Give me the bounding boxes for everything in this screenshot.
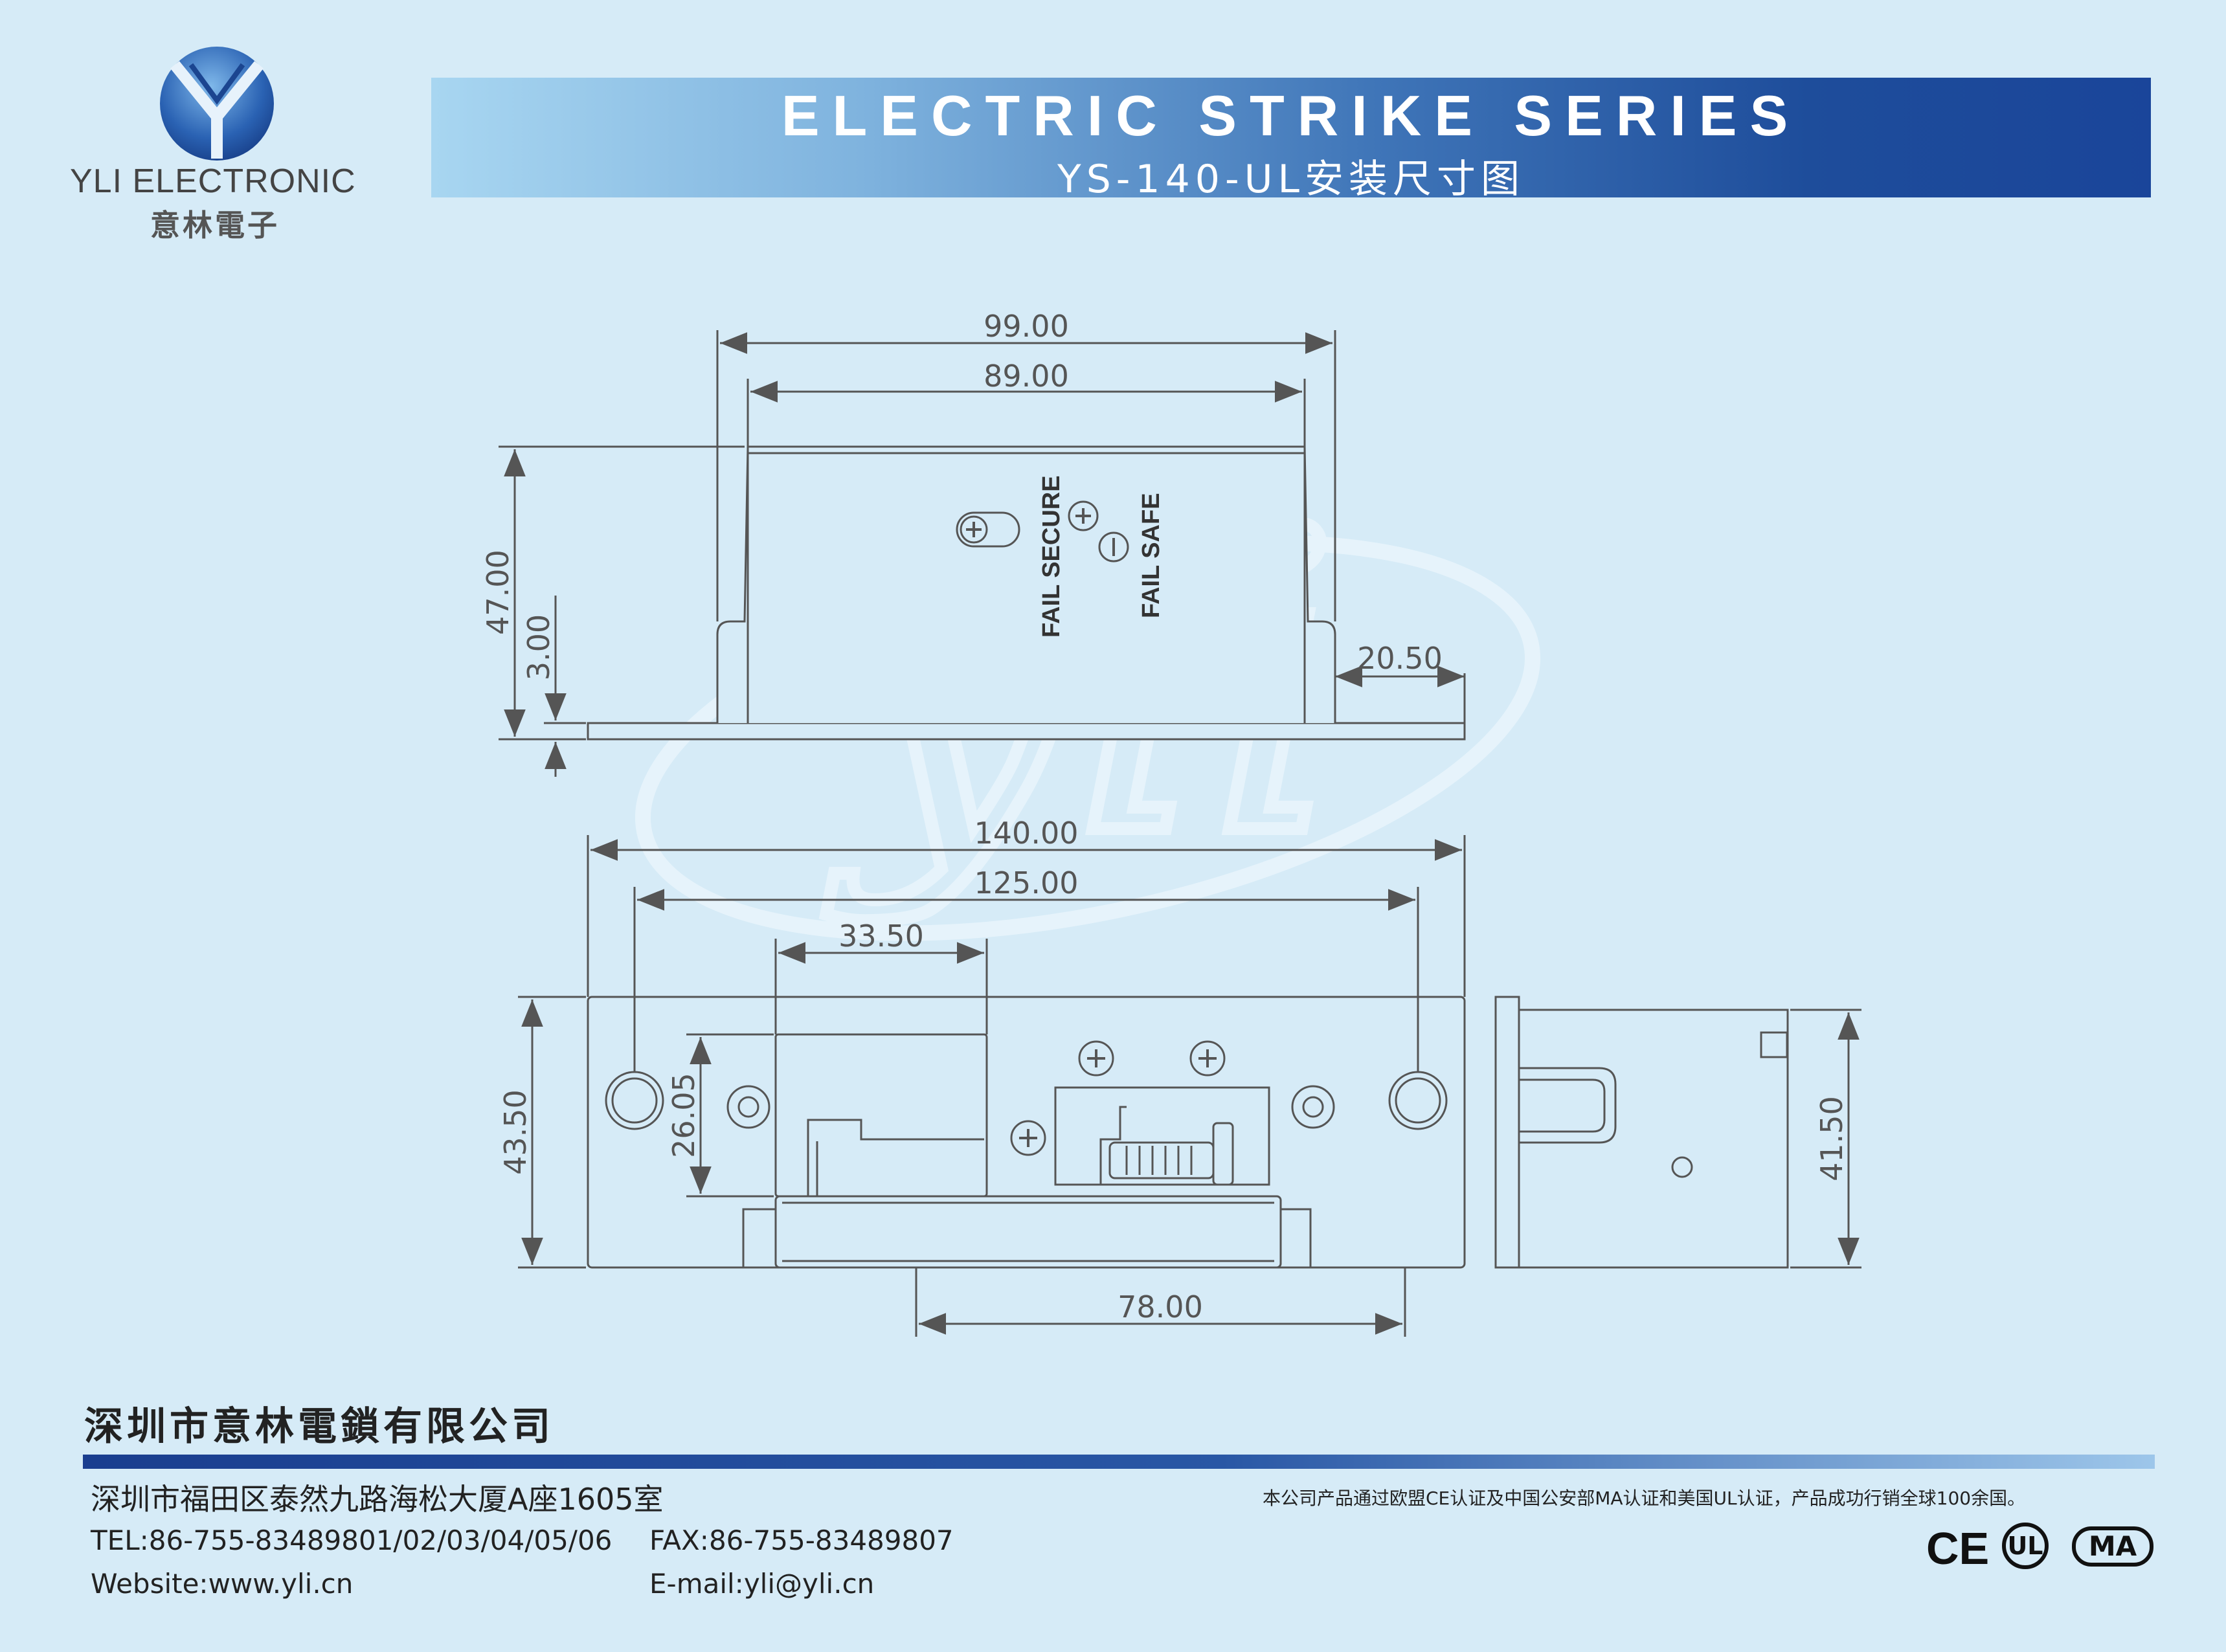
dim-plate-thickness: 3.00 (521, 614, 556, 680)
dim-top-inner-width: 89.00 (984, 359, 1069, 394)
dimension-lines (499, 330, 1861, 1337)
footer-divider (83, 1455, 2155, 1469)
email-link[interactable]: E-mail:yli@yli.cn (649, 1568, 875, 1600)
dim-front-bottom-width: 78.00 (1118, 1289, 1203, 1324)
label-fail-secure: FAIL SECURE (1038, 475, 1065, 638)
logo (58, 39, 382, 252)
dim-front-hole-spacing: 125.00 (974, 865, 1079, 900)
dim-front-overall-width: 140.00 (974, 816, 1079, 851)
side-view (1494, 996, 1789, 1269)
company-name: 深圳市意林電鎖有限公司 (84, 1404, 554, 1449)
title-banner: ELECTRIC STRIKE SERIES YS-140-UL安装尺寸图 (431, 78, 2151, 202)
ma-mark-icon: MA (2072, 1526, 2153, 1567)
banner-subtitle: YS-140-UL安装尺寸图 (1057, 157, 1525, 202)
dimension-labels: 99.00 89.00 47.00 3.00 20.50 140.00 125.… (480, 309, 1849, 1324)
ul-mark-icon: UL (2002, 1523, 2049, 1569)
dim-front-height: 43.50 (498, 1089, 533, 1175)
banner-title: ELECTRIC STRIKE SERIES (781, 84, 1801, 148)
logo-text-en: YLI ELECTRONIC (70, 162, 356, 200)
fax: FAX:86-755-83489807 (649, 1524, 954, 1556)
top-view (587, 445, 1466, 741)
front-view (587, 996, 1466, 1269)
dim-top-overall-width: 99.00 (984, 309, 1069, 344)
website-link[interactable]: Website:www.yli.cn (91, 1568, 354, 1600)
logo-text-cn: 意林電子 (150, 208, 280, 243)
dim-keeper-height: 26.05 (666, 1073, 701, 1158)
dim-keeper-width: 33.50 (838, 919, 924, 954)
company-address: 深圳市福田区泰然九路海松大厦A座1605室 (91, 1482, 664, 1517)
telephone: TEL:86-755-83489801/02/03/04/05/06 (91, 1524, 613, 1556)
label-fail-safe: FAIL SAFE (1138, 493, 1165, 618)
yli-logo-icon (160, 47, 274, 161)
dim-top-height: 47.00 (480, 550, 515, 635)
ce-mark-icon: CE (1926, 1523, 1990, 1574)
certification-note: 本公司产品通过欧盟CE认证及中国公安部MA认证和美国UL认证，产品成功行销全球1… (1263, 1488, 2026, 1509)
dim-side-height: 41.50 (1814, 1096, 1849, 1181)
dim-top-flange: 20.50 (1357, 641, 1443, 676)
